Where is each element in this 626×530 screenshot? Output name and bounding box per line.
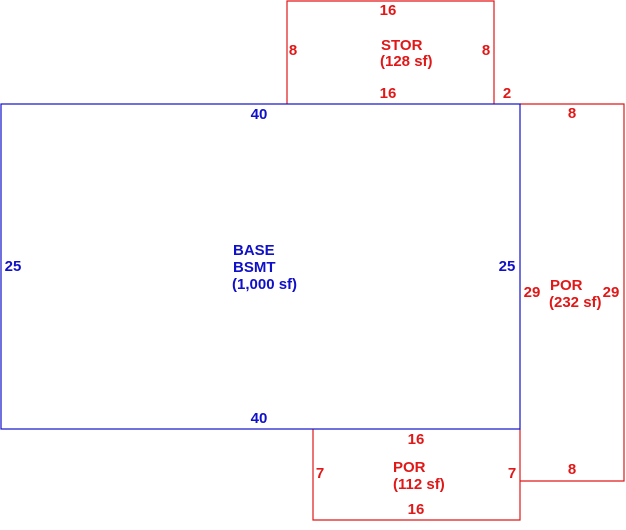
porch-bottom-label-name: POR xyxy=(393,459,426,476)
porch-bottom-dim-bottom: 16 xyxy=(408,501,425,518)
base-area: 40 25 25 40 BASE BSMT (1,000 sf) xyxy=(0,103,521,430)
porch-right-dim-bottom: 8 xyxy=(568,461,576,478)
base-dim-top: 40 xyxy=(251,106,268,123)
porch-bottom-dim-top: 16 xyxy=(408,431,425,448)
base-label-line2: BSMT xyxy=(233,259,276,276)
porch-right-label-name: POR xyxy=(550,277,583,294)
stor-dim-right: 8 xyxy=(482,42,490,59)
porch-right-dim-top: 8 xyxy=(568,105,576,122)
base-dim-bottom: 40 xyxy=(251,410,268,427)
porch-right-outline xyxy=(520,103,625,482)
stor-dim-top: 16 xyxy=(380,2,397,19)
stor-label-area: (128 sf) xyxy=(380,53,433,70)
porch-bottom-outline xyxy=(312,429,521,521)
porch-bottom-label-area: (112 sf) xyxy=(393,476,445,493)
porch-right-area: 8 29 29 8 POR (232 sf) xyxy=(520,103,625,482)
porch-bottom-dim-left: 7 xyxy=(316,465,324,482)
stor-dim-left: 8 xyxy=(289,42,297,59)
porch-right-dim-right: 29 xyxy=(603,284,620,301)
porch-right-dim-left: 29 xyxy=(524,284,541,301)
base-outline xyxy=(0,103,521,430)
stor-outline xyxy=(286,0,495,104)
stor-dim-offset: 2 xyxy=(503,85,511,102)
stor-label-name: STOR xyxy=(381,37,423,54)
stor-area: 16 8 8 16 2 STOR (128 sf) xyxy=(286,0,511,104)
base-dim-left: 25 xyxy=(5,258,22,275)
porch-right-label-area: (232 sf) xyxy=(549,294,602,311)
base-dim-right: 25 xyxy=(499,258,516,275)
base-label-area: (1,000 sf) xyxy=(232,276,297,293)
porch-bottom-area: 16 7 7 16 POR (112 sf) xyxy=(312,429,521,521)
base-label-line1: BASE xyxy=(233,242,275,259)
porch-bottom-dim-right: 7 xyxy=(508,465,516,482)
stor-dim-bottom: 16 xyxy=(380,85,397,102)
